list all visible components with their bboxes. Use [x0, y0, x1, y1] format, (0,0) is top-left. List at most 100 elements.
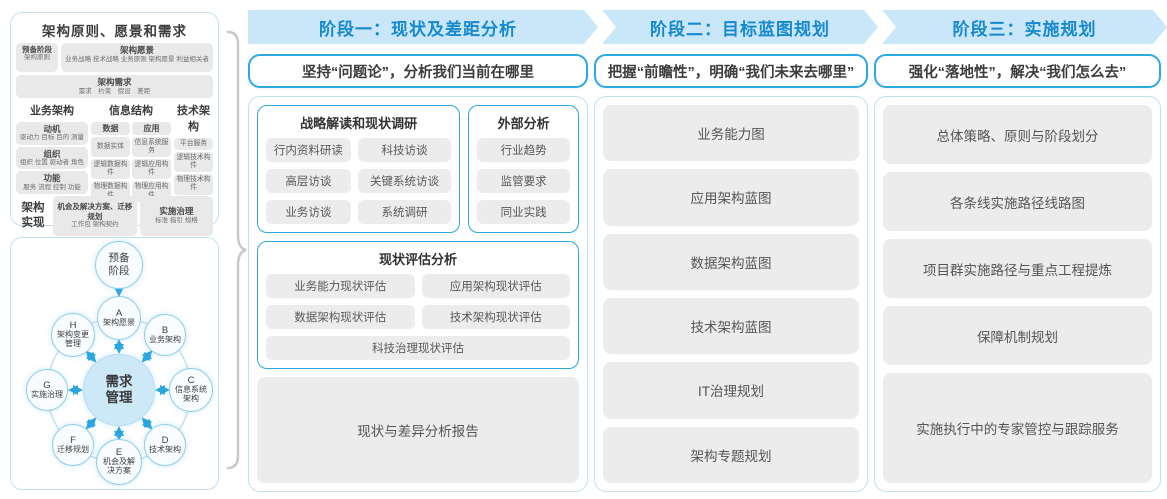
architecture-content-framework-panel: 架构原则、愿景和需求 预备阶段 架构原则 架构愿景 业务战略 技术战略 业务原则…: [10, 12, 219, 236]
phase2-header: 阶段二：目标蓝图规划: [650, 19, 830, 39]
strategy-item: 关键系统访谈: [357, 169, 452, 193]
assessment-item: 应用架构现状评估: [421, 274, 570, 298]
function-sub: 服务 流程 控制 功能: [23, 183, 81, 191]
adm-node-g-governance: G 实施治理: [26, 369, 68, 411]
adm-center-label: 需求管理: [105, 373, 133, 405]
adm-node-letter: D: [161, 434, 169, 446]
prep-phase-box: 预备阶段 架构原则: [16, 43, 58, 72]
external-analysis-title: 外部分析: [497, 116, 550, 131]
phase3-header-band: 阶段三：实施规划: [882, 10, 1167, 44]
organization-title: 组织: [43, 148, 61, 159]
architecture-vision-sub: 业务战略 技术战略 业务原则 架构愿景 利益相关者: [65, 55, 209, 63]
data-item: 逻辑数据构件: [91, 159, 130, 180]
adm-preliminary-label: 预备阶段: [108, 252, 130, 277]
information-structure-column: 信息结构 数据 数据实体 逻辑数据构件 物理数据构件 应用 信息系统服务 逻辑应…: [91, 101, 171, 202]
technology-architecture-title: 技术架构: [177, 104, 210, 133]
adm-node-label: 架构愿景: [103, 317, 135, 327]
grouping-brace: [226, 30, 247, 470]
phase3-item: 总体策略、原则与阶段划分: [883, 105, 1152, 164]
phase2-item: 应用架构蓝图: [603, 169, 859, 226]
assessment-item: 数据架构现状评估: [266, 305, 415, 329]
adm-node-label: 信息系统架构: [175, 385, 207, 403]
phase2-item: 技术架构蓝图: [603, 297, 859, 355]
phase3-subtitle: 强化“落地性”，解决“我们怎么去”: [874, 54, 1161, 88]
adm-node-letter: A: [115, 307, 123, 319]
assessment-item: 业务能力现状评估: [266, 274, 415, 298]
implementation-governance-box: 实施治理 标准 指引 规格: [139, 195, 213, 236]
external-item: 同业实践: [477, 200, 570, 224]
motivation-sub: 驱动力 目标 目的 测量: [20, 134, 84, 142]
adm-node-letter: F: [70, 434, 76, 446]
adm-node-label: 业务架构: [149, 334, 181, 344]
phase3-item: 各条线实施路径线路图: [883, 172, 1152, 231]
opportunities-migration-sub: 工作包 架构契约: [71, 221, 119, 229]
adm-node-letter: G: [43, 379, 51, 391]
motivation-box: 动机 驱动力 目标 目的 测量: [16, 121, 88, 145]
external-item: 行业趋势: [477, 138, 570, 162]
adm-node-label: 架构变更管理: [57, 330, 89, 348]
opportunities-migration-box: 机会及解决方案、迁移规划 工作包 架构契约: [53, 195, 137, 236]
technology-item: 平台服务: [174, 137, 213, 150]
phase1-header: 阶段一：现状及差距分析: [319, 19, 517, 39]
data-item: 数据实体: [91, 136, 130, 158]
adm-node-label: 迁移规划: [57, 444, 89, 454]
framework-title: 架构原则、愿景和需求: [42, 24, 187, 39]
phase1-header-band: 阶段一：现状及差距分析: [248, 10, 598, 44]
function-box: 功能 服务 流程 控制 功能: [16, 171, 88, 194]
implementation-governance-title: 实施治理: [159, 206, 194, 217]
data-subcolumn: 数据 数据实体 逻辑数据构件 物理数据构件: [91, 121, 130, 202]
phase3-content-panel: 总体策略、原则与阶段划分 各条线实施路径线路图 项目群实施路径与重点工程提炼 保…: [874, 96, 1161, 492]
implementation-governance-sub: 标准 指引 规格: [155, 217, 198, 224]
data-title: 数据: [91, 121, 130, 135]
strategy-item: 系统调研: [357, 200, 452, 224]
adm-node-h-change-management: H 架构变更管理: [51, 313, 95, 357]
strategy-research-title: 战略解读和现状调研: [300, 116, 418, 131]
prep-phase-sub: 架构原则: [24, 54, 50, 62]
architecture-implementation-label: 架构实现: [21, 202, 45, 229]
adm-node-label: 技术架构: [149, 444, 181, 454]
adm-node-e-opportunities: E 机会及解决方案: [96, 439, 142, 485]
opportunities-migration-title: 机会及解决方案、迁移规划: [57, 202, 133, 221]
phase2-item: 数据架构蓝图: [603, 233, 859, 290]
strategy-item: 高层访谈: [266, 169, 351, 193]
prep-phase-title: 预备阶段: [22, 45, 52, 54]
assessment-item: 技术架构现状评估: [421, 305, 570, 329]
assessment-item: 科技治理现状评估: [266, 336, 570, 360]
organization-box: 组织 组织 位置 驱动者 角色: [16, 146, 88, 170]
strategy-item: 业务访谈: [266, 200, 351, 224]
adm-node-letter: B: [161, 324, 169, 336]
technology-architecture-column: 技术架构 平台服务 逻辑技术构件 物理技术构件: [174, 101, 213, 195]
gap-analysis-report-box: 现状与差异分析报告: [257, 377, 579, 483]
architecture-requirements-title: 架构需求: [97, 77, 132, 87]
phase2-subtitle: 把握“前瞻性”，明确“我们未来去哪里”: [594, 54, 868, 88]
business-architecture-title: 业务架构: [30, 104, 74, 117]
external-item: 监管要求: [477, 169, 570, 193]
adm-node-b-business: B 业务架构: [144, 314, 186, 356]
architecture-requirements-sub: 需求 约束 假设 差距: [78, 87, 151, 95]
adm-node-a-vision: A 架构愿景: [97, 296, 141, 340]
assessment-analysis-box: 现状评估分析 业务能力现状评估 应用架构现状评估 数据架构现状评估 技术架构现状…: [257, 241, 579, 369]
architecture-vision-title: 架构愿景: [119, 45, 154, 55]
strategy-research-box: 战略解读和现状调研 行内资料研读 科技访谈 高层访谈 关键系统访谈 业务访谈 系…: [257, 105, 461, 233]
phase1-content-panel: 战略解读和现状调研 行内资料研读 科技访谈 高层访谈 关键系统访谈 业务访谈 系…: [248, 96, 588, 492]
phase2-header-band: 阶段二：目标蓝图规划: [602, 10, 878, 44]
organization-sub: 组织 位置 驱动者 角色: [20, 159, 84, 167]
external-analysis-box: 外部分析 行业趋势 监管要求 同业实践: [468, 105, 579, 233]
adm-node-preliminary: 预备阶段: [95, 241, 143, 289]
phase3-header: 阶段三：实施规划: [952, 19, 1097, 39]
adm-node-c-information-systems: C 信息系统架构: [169, 368, 213, 412]
information-structure-title: 信息结构: [109, 104, 153, 117]
assessment-analysis-title: 现状评估分析: [378, 252, 457, 267]
adm-node-f-migration: F 迁移规划: [52, 424, 94, 466]
phase2-item: 架构专题规划: [603, 426, 859, 483]
adm-node-d-technology: D 技术架构: [144, 424, 186, 466]
adm-center-requirements-management: 需求管理: [83, 354, 155, 426]
adm-cycle-panel: 预备阶段 A 架构愿景 B 业务架构 C 信息系统架构 D 技术架构 E 机会及…: [10, 237, 219, 490]
strategy-item: 行内资料研读: [266, 138, 351, 162]
phase3-item: 项目群实施路径与重点工程提炼: [883, 239, 1152, 298]
application-title: 应用: [132, 121, 171, 135]
adm-node-label: 实施治理: [31, 389, 63, 399]
adm-node-label: 机会及解决方案: [103, 457, 135, 475]
phase2-item: 业务能力图: [603, 105, 859, 162]
architecture-requirements-box: 架构需求 需求 约束 假设 差距: [16, 75, 213, 98]
